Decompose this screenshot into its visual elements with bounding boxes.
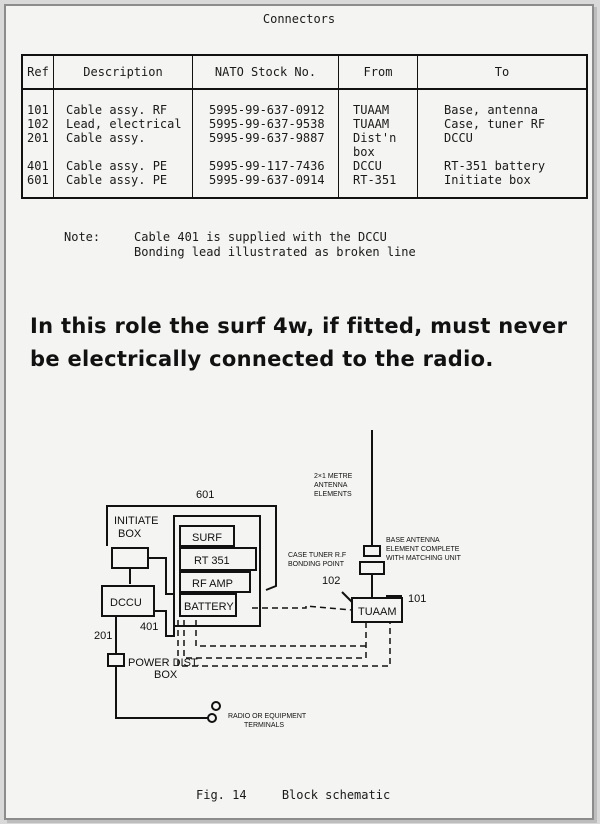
label-initiate-2: BOX [118,528,142,540]
table-row: 102 Lead, electrical 5995-99-637-9538 TU… [21,117,588,131]
label-initiate-1: INITIATE [114,515,158,527]
figure-caption: Fig. 14 Block schematic [196,788,390,802]
label-case-tuner-2: BONDING POINT [288,561,345,568]
antenna-base [359,561,385,575]
label-101: 101 [408,593,426,605]
table-row: 401 Cable assy. PE 5995-99-117-7436 DCCU… [21,159,588,173]
figure-title: Block schematic [281,788,391,802]
note-label: Note: [64,230,101,244]
label-102: 102 [322,575,340,587]
col-from-header: From [338,54,418,90]
label-terminals-2: TERMINALS [244,722,284,729]
cell-ref: 101 [21,89,54,117]
cell-to: RT-351 battery [417,159,588,173]
cell-description: Cable assy. PE [53,159,193,173]
note-line: Bonding lead illustrated as broken line [134,245,416,259]
label-antenna-1: 2×1 METRE [314,473,353,480]
cable-601 [106,505,277,591]
col-to-header: To [417,54,588,90]
table-row: 201 Cable assy. 5995-99-637-9887 Dist'n … [21,131,588,159]
label-601: 601 [196,489,214,501]
label-rf-amp: RF AMP [192,578,233,590]
label-antenna-3: ELEMENTS [314,491,352,498]
cell-nsn: 5995-99-117-7436 [192,159,339,173]
cell-from: TUAAM [338,89,418,117]
cable-401 [154,610,175,637]
initiate-box [111,547,149,569]
col-ref-header: Ref [21,54,54,90]
label-base-antenna-2: ELEMENT COMPLETE [386,546,460,553]
label-401: 401 [140,621,158,633]
surf-box [179,525,235,547]
warning-headline: In this role the surf 4w, if fitted, mus… [30,310,567,376]
cell-from: TUAAM [338,117,418,131]
headline-line: In this role the surf 4w, if fitted, mus… [30,314,568,338]
rf-amp-box [179,571,251,593]
matching-unit [363,545,381,557]
page-title: Connectors [262,12,336,26]
label-201: 201 [94,630,112,642]
label-rt351: RT 351 [194,555,230,567]
headline-line: be electrically connected to the radio. [30,347,494,371]
block-schematic: 601 INITIATE BOX SURF RT 351 RF AMP BATT… [94,430,462,729]
figure-number: Fig. 14 [196,788,247,802]
table-row: 101 Cable assy. RF 5995-99-637-0912 TUAA… [21,89,588,117]
col-nsn-header: NATO Stock No. [192,54,339,90]
cell-description: Cable assy. RF [53,89,193,117]
cell-to: DCCU [417,131,588,159]
cell-from: RT-351 [338,173,418,198]
cell-nsn: 5995-99-637-0912 [192,89,339,117]
cell-description: Cable assy. PE [53,173,193,198]
note: Note: Cable 401 is supplied with the DCC… [64,230,416,260]
label-battery: BATTERY [184,601,234,613]
cell-from: Dist'n box [338,131,418,159]
label-base-antenna-1: BASE ANTENNA [386,537,440,544]
cell-to: Base, antenna [417,89,588,117]
cable-to-terminals [115,666,208,719]
radio-stack-frame [173,515,261,627]
cell-from: DCCU [338,159,418,173]
label-power-dist-1: POWER DIST. [128,657,200,669]
cell-to: Case, tuner RF [417,117,588,131]
dccu-box [101,585,155,617]
label-case-tuner-1: CASE TUNER R.F [288,552,346,559]
label-base-antenna-3: WITH MATCHING UNIT [386,555,462,562]
cell-nsn: 5995-99-637-9538 [192,117,339,131]
table-row: 601 Cable assy. PE 5995-99-637-0914 RT-3… [21,173,588,198]
connectors-table: Ref Description NATO Stock No. From To 1… [21,54,588,199]
cell-to: Initiate box [417,173,588,198]
label-terminals-1: RADIO OR EQUIPMENT [228,713,307,720]
cell-ref: 601 [21,173,54,198]
cell-nsn: 5995-99-637-0914 [192,173,339,198]
bonding-lead [177,605,391,667]
terminal-b [211,701,221,711]
label-tuaam: TUAAM [358,606,397,618]
cell-description: Cable assy. [53,131,193,159]
battery-box [179,593,237,617]
note-line: Cable 401 is supplied with the DCCU [134,230,387,244]
label-antenna-2: ANTENNA [314,482,348,489]
power-dist-box [107,653,125,667]
rt351-box [179,547,257,571]
label-surf: SURF [192,532,222,544]
cell-ref: 201 [21,131,54,159]
cell-nsn: 5995-99-637-9887 [192,131,339,159]
col-description-header: Description [53,54,193,90]
table-header-row: Ref Description NATO Stock No. From To [21,54,588,90]
terminal-a [207,713,217,723]
label-power-dist-2: BOX [154,669,178,681]
cable-initiate-rt [148,557,174,595]
label-dccu: DCCU [110,597,142,609]
cell-description: Lead, electrical [53,117,193,131]
document-page: Connectors Ref Description NATO Stock No… [4,4,594,820]
